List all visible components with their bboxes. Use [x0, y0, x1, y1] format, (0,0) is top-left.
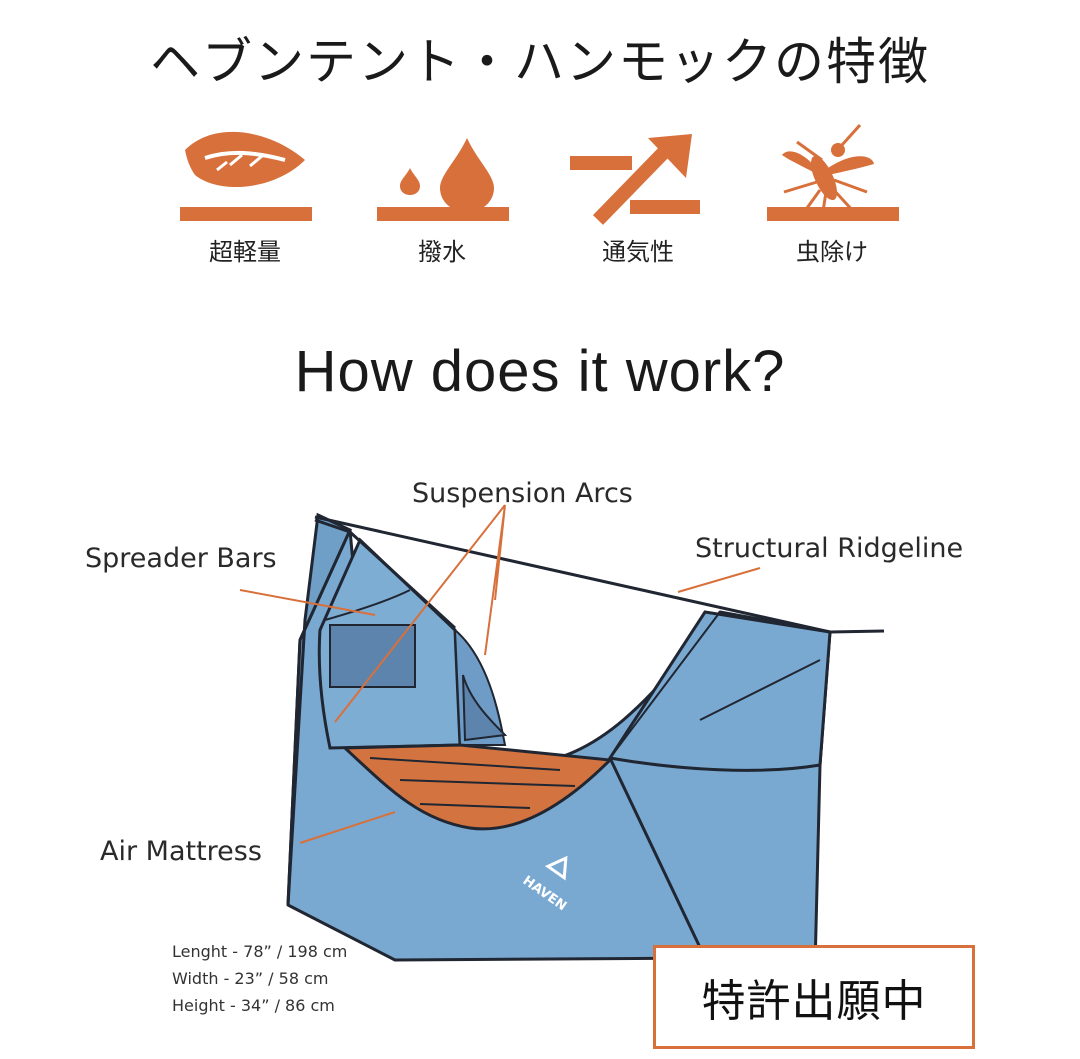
patent-pending-badge: 特許出願中: [653, 945, 975, 1049]
callout-line-mattress: [299, 811, 396, 844]
mesh-window: [329, 624, 416, 688]
feature-breathable: 通気性: [568, 120, 708, 280]
callout-line-suspension: [334, 504, 506, 723]
dimension-width: Width - 23” / 58 cm: [172, 969, 329, 988]
spreader-bar: [348, 530, 457, 630]
feature-water-repellent: 撥水: [372, 120, 512, 280]
hammock-diagram: HAVEN: [239, 504, 885, 970]
label-spreader-bars: Spreader Bars: [85, 543, 277, 574]
label-structural-ridgeline: Structural Ridgeline: [695, 533, 964, 564]
dimensions: Lenght - 78” / 198 cm Width - 23” / 58 c…: [172, 938, 347, 1019]
feature-label: 虫除け: [796, 238, 868, 266]
feature-lightweight: 超軽量: [175, 120, 315, 280]
mosquito-icon: [767, 123, 899, 221]
water-drop-icon: [377, 138, 509, 221]
leaf-icon: [180, 131, 312, 221]
section-heading: How does it work?: [294, 339, 786, 404]
air-mattress: [341, 743, 614, 831]
label-air-mattress: Air Mattress: [100, 836, 262, 867]
feature-label: 超軽量: [209, 238, 281, 266]
page-title: ヘブンテント・ハンモックの特徴: [150, 33, 930, 91]
callout-line-ridgeline: [677, 567, 761, 593]
dimension-height: Height - 34” / 86 cm: [172, 996, 335, 1015]
label-suspension-arcs: Suspension Arcs: [412, 478, 633, 509]
feature-list: 超軽量 撥水 通気性 虫除け: [0, 120, 1080, 280]
dimension-length: Lenght - 78” / 198 cm: [172, 942, 348, 961]
structural-ridgeline: [314, 515, 831, 634]
callout-line-spreader: [239, 589, 376, 616]
mesh-window: [462, 674, 508, 742]
feature-label: 通気性: [602, 238, 674, 266]
feature-insect-repellent: 虫除け: [762, 120, 902, 280]
feature-label: 撥水: [418, 238, 466, 266]
airflow-arrow-icon: [570, 134, 700, 225]
